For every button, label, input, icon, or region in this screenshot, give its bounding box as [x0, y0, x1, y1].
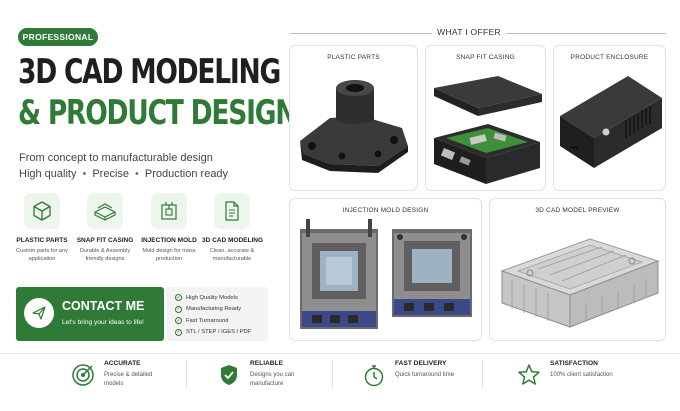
feature-title: INJECTION MOLD: [141, 237, 197, 244]
benefit-title: FAST DELIVERY: [395, 360, 447, 367]
benefit-reliable: RELIABLE Designs you can manufacture: [216, 358, 326, 396]
card-injection-mold-design[interactable]: INJECTION MOLD DESIGN: [289, 198, 482, 341]
check-icon: ✓: [175, 317, 182, 325]
feature-injection-mold: INJECTION MOLD Mold design for mass prod…: [139, 193, 199, 263]
feature-desc: Mold design for mass production: [142, 248, 196, 262]
feature-3d-cad-modeling: 3D CAD MODELING Clean, accurate & manufa…: [202, 193, 264, 263]
check-icon: ✓: [175, 305, 182, 313]
what-i-offer-heading: WHAT I OFFER: [437, 27, 501, 37]
card-3d-cad-model-preview[interactable]: 3D CAD MODEL PREVIEW: [489, 198, 666, 341]
quality-tags: High quality • Precise • Production read…: [19, 168, 228, 180]
cad-preview-render: [500, 238, 660, 328]
cube-icon: [24, 193, 60, 229]
shield-check-icon: [216, 362, 242, 388]
page-title-line2: & PRODUCT DESIGN: [18, 93, 297, 133]
divider-line: [482, 360, 483, 388]
checklist-item: ✓Manufacturing Ready: [175, 305, 242, 313]
card-snap-fit-casing[interactable]: SNAP FIT CASING: [425, 45, 546, 191]
benefit-title: SATISFACTION: [550, 360, 598, 367]
checklist-item: ✓Fast Turnaround: [175, 317, 229, 325]
tag-precise: Precise: [92, 168, 130, 180]
feature-snap-fit-casing: SNAP FIT CASING Durable & Assembly frien…: [75, 193, 135, 263]
document-icon: [214, 193, 250, 229]
checklist: ✓High Quality Models ✓Manufacturing Read…: [166, 287, 268, 341]
divider-line: [290, 33, 432, 34]
benefit-desc: Precise & detailed models: [104, 372, 153, 387]
benefit-desc: 100% client satisfaction: [550, 372, 613, 378]
feature-title: SNAP FIT CASING: [76, 237, 134, 244]
stopwatch-icon: [361, 362, 387, 388]
card-product-enclosure[interactable]: PRODUCT ENCLOSURE: [553, 45, 666, 191]
contact-subtitle: Let's bring your ideas to life!: [62, 319, 144, 326]
benefit-desc: Designs you can manufacture: [250, 372, 295, 387]
page-subtitle: From concept to manufacturable design: [19, 152, 213, 164]
tag-separator: •: [82, 168, 87, 180]
divider-line: [186, 360, 187, 388]
contact-title: CONTACT ME: [62, 299, 145, 313]
star-icon: [516, 362, 542, 388]
tag-high-quality: High quality: [19, 168, 77, 180]
divider-line: [506, 33, 666, 34]
card-label: PRODUCT ENCLOSURE: [570, 54, 649, 61]
divider-line: [0, 353, 680, 354]
benefit-accurate: ACCURATE Precise & detailed models: [70, 358, 180, 396]
feature-desc: Custom parts for any application: [16, 248, 68, 262]
benefit-title: RELIABLE: [250, 360, 283, 367]
checklist-item: ✓High Quality Models: [175, 294, 238, 302]
divider-line: [332, 360, 333, 388]
plastic-part-render: [300, 80, 408, 173]
tag-production-ready: Production ready: [144, 168, 229, 180]
send-icon: [24, 298, 54, 328]
target-icon: [70, 362, 96, 388]
product-enclosure-render: [560, 76, 662, 168]
benefit-desc: Quick turnaround time: [395, 372, 455, 378]
card-label: SNAP FIT CASING: [456, 54, 515, 61]
page-title-line1: 3D CAD MODELING: [18, 52, 281, 92]
tag-separator: •: [135, 168, 139, 180]
card-label: 3D CAD MODEL PREVIEW: [535, 207, 620, 214]
feature-title: PLASTIC PARTS: [16, 237, 68, 244]
feature-desc: Durable & Assembly friendly designs: [79, 248, 131, 262]
benefit-fast-delivery: FAST DELIVERY Quick turnaround time: [361, 358, 471, 396]
checklist-item: ✓STL / STEP / IGES / PDF: [175, 328, 252, 336]
card-plastic-parts[interactable]: PLASTIC PARTS: [289, 45, 418, 191]
injection-mold-render: [300, 219, 472, 329]
snap-fit-casing-render: [434, 76, 542, 184]
check-icon: ✓: [175, 328, 182, 336]
benefit-title: ACCURATE: [104, 360, 141, 367]
snap-fit-box-icon: [87, 193, 123, 229]
mold-icon: [151, 193, 187, 229]
check-icon: ✓: [175, 294, 182, 302]
feature-desc: Clean, accurate & manufacturable: [209, 248, 255, 262]
feature-title: 3D CAD MODELING: [202, 237, 264, 244]
card-label: PLASTIC PARTS: [327, 54, 380, 61]
benefit-satisfaction: SATISFACTION 100% client satisfaction: [516, 358, 626, 396]
professional-badge: PROFESSIONAL: [18, 28, 98, 46]
card-label: INJECTION MOLD DESIGN: [342, 207, 429, 214]
feature-plastic-parts: PLASTIC PARTS Custom parts for any appli…: [12, 193, 72, 263]
contact-me-button[interactable]: CONTACT ME Let's bring your ideas to lif…: [16, 287, 164, 341]
